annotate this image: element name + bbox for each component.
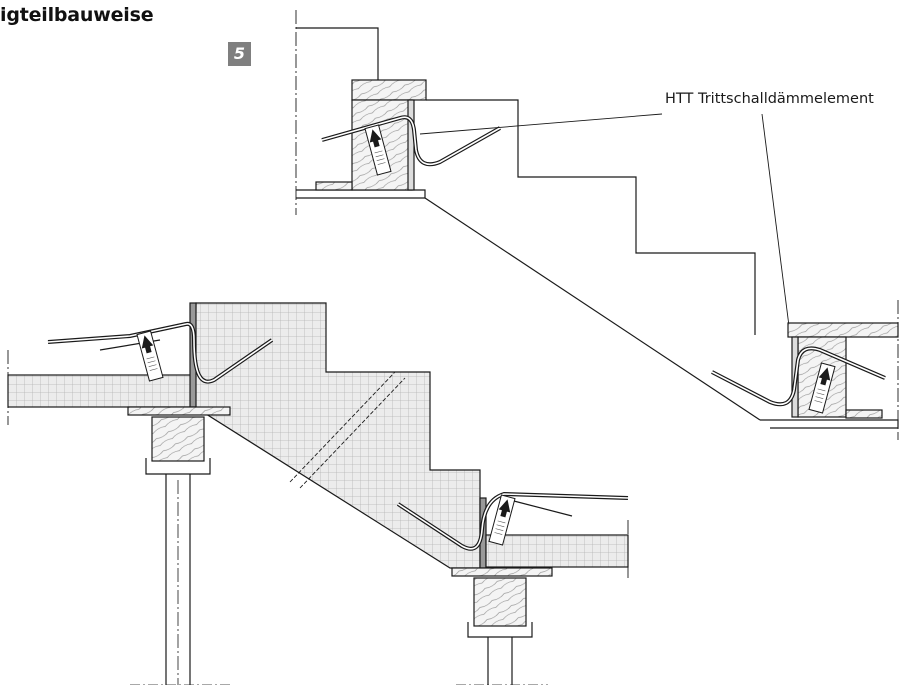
concrete-stair-detail — [7, 302, 629, 685]
timber-landing-detail — [711, 300, 899, 440]
timber-stair-detail — [295, 10, 791, 421]
callout-label-htt: HTT Trittschalldämmelement — [665, 91, 874, 107]
section-heading: igteilbauweise — [0, 4, 154, 26]
figure-number-badge: 5 — [228, 42, 251, 66]
